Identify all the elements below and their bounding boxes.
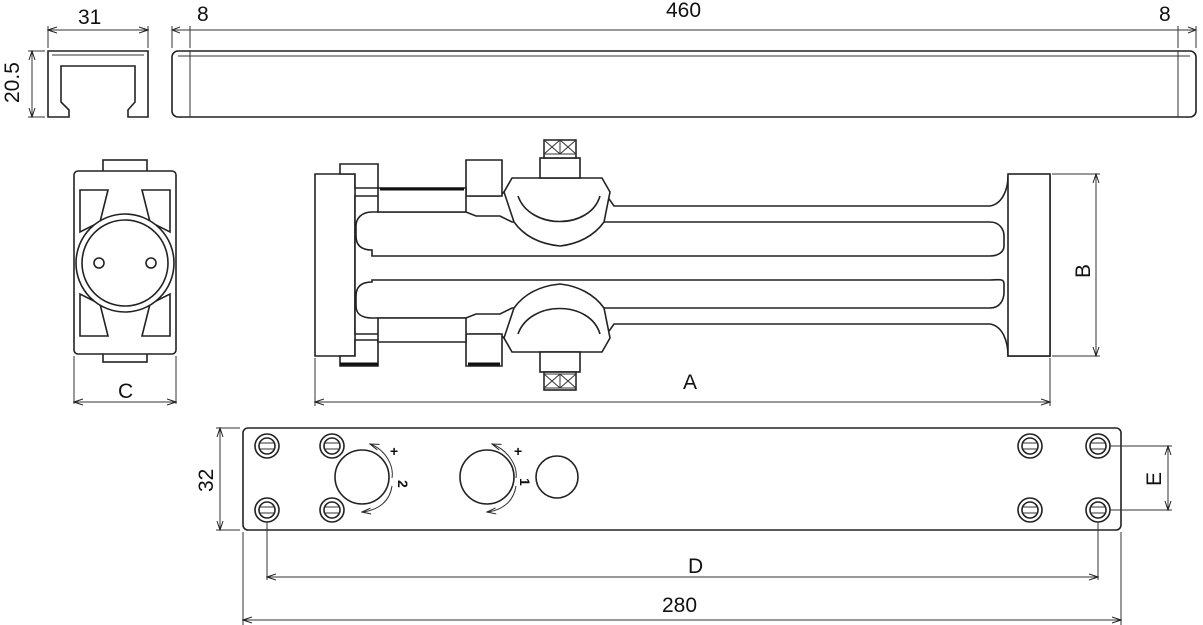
screw-hole (254, 433, 280, 459)
screw-hole (319, 497, 345, 523)
plate-height-label: 32 (195, 469, 218, 492)
screw-hole (1017, 433, 1043, 459)
channel-height-label: 20.5 (1, 62, 24, 103)
arm-height-label: B (1072, 264, 1095, 278)
rail-end-right-label: 8 (1159, 3, 1171, 26)
rail-end-left-label: 8 (197, 3, 209, 26)
valve-1-port (459, 449, 515, 505)
valve-2-number-label: 2 (395, 480, 411, 488)
valve-1-number-label: 1 (517, 478, 533, 486)
channel-width-label: 31 (78, 6, 101, 29)
screw-hole (1017, 497, 1043, 523)
valve-2-plus-label: + (390, 443, 398, 459)
slide-rail (170, 26, 1198, 118)
arm-length-label: A (683, 371, 697, 394)
hole-spacing-label: D (688, 555, 703, 578)
arm-assembly (315, 139, 1100, 406)
rail-length-label: 460 (666, 0, 701, 22)
channel-profile (28, 26, 148, 117)
mounting-plate (216, 428, 1172, 625)
closer-end-view (74, 159, 176, 404)
screw-hole (319, 433, 345, 459)
plate-length-label: 280 (662, 594, 697, 617)
speed-port (535, 455, 579, 499)
valve-2-port (334, 449, 390, 505)
valve-1-plus-label: + (514, 443, 522, 459)
closer-width-label: C (118, 380, 133, 403)
hole-offset-label: E (1143, 472, 1166, 486)
